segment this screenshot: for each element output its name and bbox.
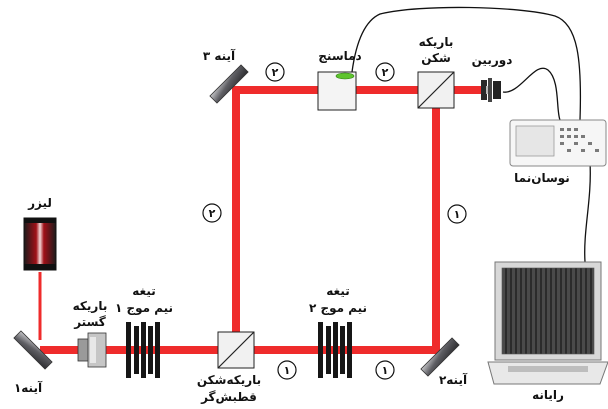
half-wave-plate-2-label-2: نیم موج ۲ bbox=[309, 301, 367, 316]
laser bbox=[23, 217, 57, 271]
svg-text:۲: ۲ bbox=[382, 66, 389, 79]
oscilloscope bbox=[509, 119, 607, 167]
polarizing-beam-splitter bbox=[217, 331, 255, 369]
half-wave-plate-2 bbox=[318, 322, 352, 378]
mirror-2 bbox=[420, 337, 460, 377]
mirror-1-label: آینه۱ bbox=[14, 380, 43, 395]
pbs-label-2: قطبش‌گر bbox=[200, 390, 257, 404]
half-wave-plate-1 bbox=[126, 322, 160, 378]
arm2-marker-top-left: ۲ bbox=[265, 62, 285, 82]
beam-expander bbox=[77, 332, 107, 368]
svg-text:۱: ۱ bbox=[382, 364, 389, 377]
pbs-label-1: باریکه‌شکن bbox=[197, 373, 261, 387]
beam-splitter bbox=[417, 71, 455, 109]
beam-expander-label-2: گستر bbox=[73, 315, 106, 329]
svg-text:۱: ۱ bbox=[454, 208, 461, 221]
mirror-1 bbox=[13, 330, 53, 370]
thermometer bbox=[317, 71, 357, 111]
camera-label: دوربین bbox=[472, 53, 513, 68]
camera bbox=[481, 78, 501, 102]
mirror-2-label: آینه۲ bbox=[439, 372, 468, 387]
half-wave-plate-1-label-1: تیغه bbox=[132, 284, 155, 298]
mirror-3-label: آینه ۳ bbox=[203, 48, 236, 63]
arm-markers: ۱ ۱ ۱ ۲ ۲ ۲ bbox=[202, 62, 467, 380]
arm2-marker-top-right: ۲ bbox=[375, 62, 395, 82]
beam-splitter-label-2: شکن bbox=[421, 51, 451, 65]
cable-thermometer-to-scope bbox=[351, 6, 582, 121]
arm1-marker-bottom-right: ۱ bbox=[375, 360, 395, 380]
thermometer-label: دماسنج bbox=[318, 49, 361, 63]
svg-text:۲: ۲ bbox=[209, 207, 216, 220]
half-wave-plate-2-label-1: تیغه bbox=[326, 284, 349, 298]
half-wave-plate-1-label-2: نیم موج ۱ bbox=[115, 301, 173, 316]
beam-splitter-label-1: باریکه bbox=[419, 35, 454, 49]
arm1-marker-bottom-left: ۱ bbox=[277, 360, 297, 380]
mirror-3 bbox=[209, 64, 249, 104]
cables bbox=[351, 6, 591, 263]
laser-beams bbox=[38, 86, 490, 354]
cable-camera-to-scope bbox=[502, 67, 561, 121]
computer-label: رایانه bbox=[532, 388, 564, 402]
arm1-marker-vertical: ۱ bbox=[447, 204, 467, 224]
svg-text:۱: ۱ bbox=[284, 364, 291, 377]
cable-scope-to-computer bbox=[584, 161, 591, 263]
computer bbox=[487, 261, 608, 385]
beam-expander-label-1: باریکه bbox=[73, 299, 108, 313]
laser-label: لیزر bbox=[27, 196, 52, 210]
arm2-marker-vertical: ۲ bbox=[202, 203, 222, 223]
svg-text:۲: ۲ bbox=[272, 66, 279, 79]
oscilloscope-label: نوسان‌نما bbox=[514, 171, 570, 186]
